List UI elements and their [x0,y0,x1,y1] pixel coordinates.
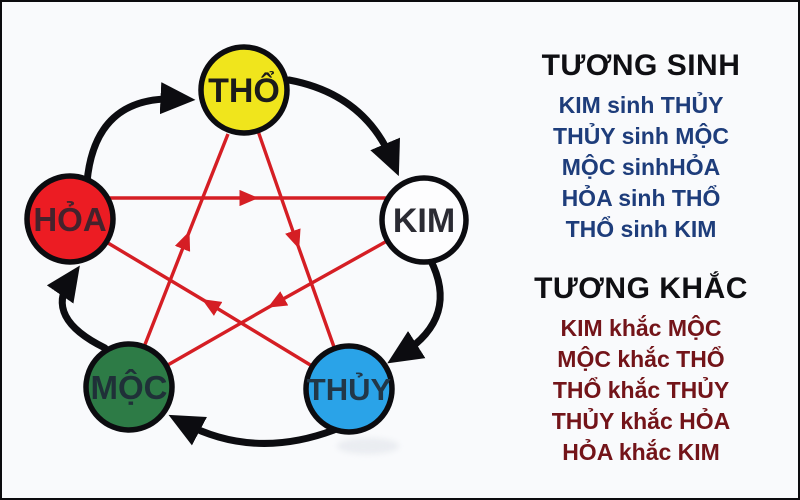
sinh-rule: HỎA sinh THỔ [561,185,721,211]
element-circle-thuy [303,343,395,435]
sinh-arrow-moc-hoa [46,265,109,352]
sinh-arrow-hoa-tho [83,82,196,186]
element-label-hoa: HỎA [33,201,106,238]
element-node-hoa: HỎA [24,173,116,265]
sinh-arrow-tho-kim [285,76,400,177]
element-circle-hoa [24,173,116,265]
khac-list: KIM khắc MỘC MỘC khắc THỔ THỔ khắc THỦY … [490,313,792,468]
element-label-tho: THỔ [208,72,280,110]
sinh-rule: THỦY sinh MỘC [553,123,729,149]
khac-rule: HỎA khắc KIM [562,439,720,465]
sinh-list: KIM sinh THỦY THỦY sinh MỘC MỘC sinhHỎA … [490,90,792,245]
element-label-thuy: THỦY [307,371,392,407]
watermark [337,438,399,454]
khac-rule: KIM khắc MỘC [560,315,722,341]
khac-rule: THỦY khắc HỎA [551,408,731,434]
legend-panel: TƯƠNG SINH KIM sinh THỦY THỦY sinh MỘC M… [490,2,792,498]
khac-rule: MỘC khắc THỔ [557,346,725,372]
diagram-layer: THỔ KIM THỦY MỘC HỎA [24,44,469,447]
sinh-rule: MỘC sinhHỎA [561,154,721,180]
sinh-arrow-kim-thuy [387,255,444,364]
five-elements-diagram: THỔ KIM THỦY MỘC HỎA [24,44,469,447]
element-node-kim: KIM [379,175,469,265]
element-circle-kim [379,175,469,265]
element-node-thuy: THỦY [303,343,395,435]
khac-arrow-moc-tho [142,133,230,348]
element-circle-moc [83,341,175,433]
sinh-rule: KIM sinh THỦY [558,92,724,118]
element-label-kim: KIM [393,202,455,240]
sinh-arrow-thuy-moc [168,414,338,447]
khac-rule: THỔ khắc THỦY [552,377,730,403]
element-node-moc: MỘC [83,341,175,433]
khac-arrow-tho-thuy [256,130,336,348]
element-node-tho: THỔ [198,44,290,136]
element-label-moc: MỘC [91,368,168,406]
sinh-rule: THỔ sinh KIM [565,216,717,242]
sinh-heading: TƯƠNG SINH [541,49,741,82]
khac-arrow-thuy-hoa [107,241,313,368]
element-circle-tho [198,44,290,136]
khac-arrow-kim-moc [165,239,388,368]
khac-heading: TƯƠNG KHẮC [534,272,748,305]
